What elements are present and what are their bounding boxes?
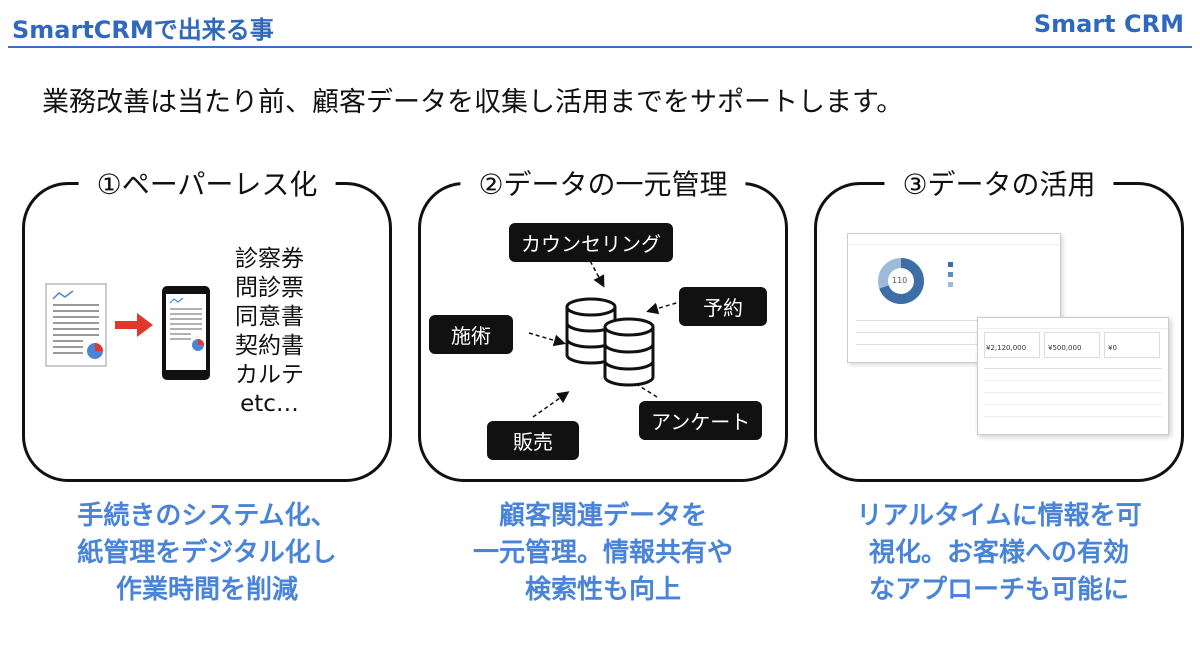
panel-data-utilization: ③データの活用 110 ¥2,120,000 ¥500,000 ¥0	[814, 163, 1184, 482]
sales-screenshot: ¥2,120,000 ¥500,000 ¥0	[977, 317, 1169, 435]
amount-card	[984, 332, 1040, 358]
doc-item: 診察券	[235, 246, 304, 272]
label-survey: アンケート	[639, 401, 763, 440]
label-sales: 販売	[487, 421, 579, 460]
doc-item: etc…	[240, 391, 299, 417]
table-row	[984, 416, 1162, 417]
doc-item: 問診票	[235, 275, 304, 301]
table-row	[984, 404, 1162, 405]
legend-box	[948, 272, 953, 277]
label-reservation: 予約	[679, 287, 767, 326]
database-icon	[565, 297, 655, 387]
brand-name: Smart CRM	[1033, 10, 1184, 38]
legend-box	[948, 262, 953, 267]
amount-card	[1104, 332, 1160, 358]
document-icon	[45, 283, 107, 367]
donut-chart	[878, 258, 924, 304]
table-row	[856, 332, 1052, 333]
caption-line: なアプローチも可能に	[868, 575, 1129, 605]
smartphone-icon	[162, 286, 210, 380]
header-divider	[8, 46, 1192, 48]
amount-card	[1044, 332, 1100, 358]
table-row	[984, 392, 1162, 393]
doc-item: 同意書	[235, 304, 304, 330]
amount-value: ¥0	[1108, 344, 1117, 352]
panel-title: ①ペーパーレス化	[78, 163, 336, 203]
panel-title: ③データの活用	[884, 163, 1114, 203]
legend-box	[948, 282, 953, 287]
caption-line: 一元管理。情報共有や	[472, 538, 733, 568]
caption-data-utilization: リアルタイムに情報を可 視化。お客様への有効 なアプローチも可能に	[814, 498, 1184, 609]
caption-line: 顧客関連データを	[498, 501, 707, 531]
doc-item: カルテ	[235, 362, 304, 388]
table-row	[856, 344, 1052, 345]
donut-value: 110	[892, 276, 908, 285]
caption-line: リアルタイムに情報を可	[856, 501, 1142, 531]
document-list: 診察券 問診票 同意書 契約書 カルテ etc…	[235, 245, 304, 419]
panel-paperless: ①ペーパーレス化 診察券 問診票 同意書 契約書	[22, 163, 392, 482]
sales-tabs	[978, 318, 1168, 329]
page-subtitle: 業務改善は当たり前、顧客データを収集し活用までをサポートします。	[42, 87, 904, 118]
arrow-right-icon	[115, 313, 153, 337]
panel-title: ②データの一元管理	[460, 163, 746, 203]
panel-data-management: ②データの一元管理 カウンセリング 予約 施術 アンケート 販売	[418, 163, 788, 482]
dashboard-tabs	[848, 234, 1060, 245]
label-counseling: カウンセリング	[509, 223, 673, 262]
caption-line: 紙管理をデジタル化し	[77, 538, 337, 568]
caption-line: 検索性も向上	[524, 575, 681, 605]
amount-value: ¥500,000	[1048, 344, 1082, 352]
caption-paperless: 手続きのシステム化、 紙管理をデジタル化し 作業時間を削減	[22, 498, 392, 609]
caption-line: 作業時間を削減	[115, 575, 298, 605]
caption-line: 視化。お客様への有効	[868, 538, 1129, 568]
caption-data-management: 顧客関連データを 一元管理。情報共有や 検索性も向上	[418, 498, 788, 609]
table-row	[984, 380, 1162, 381]
doc-item: 契約書	[235, 333, 304, 359]
label-treatment: 施術	[429, 315, 513, 354]
amount-value: ¥2,120,000	[986, 344, 1027, 352]
header-title: SmartCRMで出来る事	[12, 16, 274, 44]
table-row	[856, 320, 1052, 321]
caption-line: 手続きのシステム化、	[77, 501, 337, 531]
table-row	[984, 368, 1162, 369]
